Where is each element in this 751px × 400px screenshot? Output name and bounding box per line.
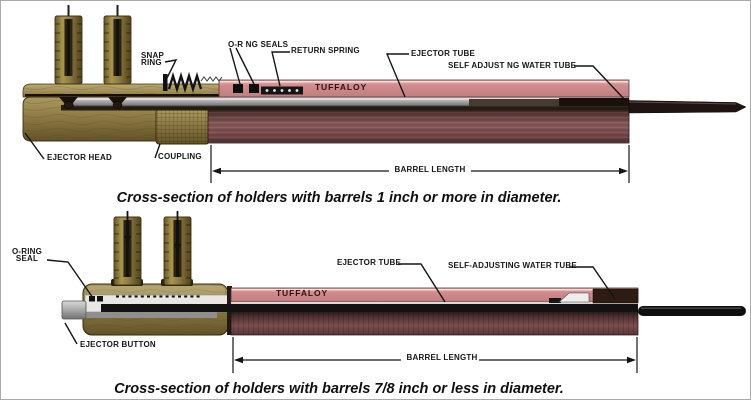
- ejector-button-shape: [61, 300, 87, 320]
- hose-barb: [113, 211, 142, 286]
- ejector-rod-tip: [638, 306, 746, 316]
- dimension-arrows-top: [212, 167, 628, 175]
- tube-shadow: [61, 105, 629, 111]
- coupling-shape: [155, 108, 210, 145]
- o-ring-leader: [235, 47, 255, 85]
- o-ring-seals-shape: [233, 84, 259, 93]
- ejector-rod-tip: [628, 100, 747, 114]
- o-ring-leader: [229, 47, 241, 85]
- water-tube-inner: [469, 99, 571, 106]
- ejector-tube-shape: [101, 304, 638, 312]
- return-spring-label: RETURN SPRING: [291, 46, 360, 55]
- return-spring-leader: [271, 51, 290, 87]
- o-ring-seal-shape: [89, 296, 95, 302]
- water-tube-leader: [574, 65, 626, 101]
- ejector-button-leader: [64, 322, 78, 345]
- o-ring-seals-label: O-R NG SEALS: [228, 40, 289, 49]
- barb-pin: [116, 5, 119, 16]
- snap-ring-shape: [163, 71, 223, 94]
- water-tube-label: SELF ADJUST NG WATER TUBE: [448, 61, 577, 70]
- coupling-label: COUPLING: [158, 152, 202, 161]
- water-tube-leader: [569, 266, 616, 300]
- barrel-lower-shape: [207, 108, 630, 144]
- head-top-strip: [22, 83, 230, 98]
- barrel-length-label: BARREL LENGTH: [406, 353, 478, 362]
- top-holder-drawing: [22, 5, 747, 183]
- bottom-holder-drawing: [46, 211, 746, 373]
- barrel-length-dimension-top: [210, 145, 630, 183]
- dimension-arrows-bottom: [234, 356, 636, 364]
- ejector-tube-label: EJECTOR TUBE: [411, 49, 476, 58]
- barb-pin: [67, 5, 70, 16]
- snap-ring-leader: [164, 59, 178, 79]
- top-caption: Cross-section of holders with barrels 1 …: [116, 190, 562, 206]
- tuffaloy-band: [218, 79, 630, 98]
- leader-lines-top: [24, 47, 626, 160]
- water-tube-label: SELF-ADJUSTING WATER TUBE: [448, 261, 577, 270]
- leader-lines-bottom: [46, 259, 616, 345]
- snap-ring-label-line1: SNAP: [141, 51, 165, 60]
- ejector-head-leader: [24, 132, 45, 160]
- ejector-tube-leader: [398, 263, 446, 303]
- coupling-leader: [154, 143, 161, 159]
- o-ring-seal-label-line2: SEAL: [15, 254, 39, 263]
- ejector-head-label: EJECTOR HEAD: [47, 153, 112, 162]
- barrel-lower-shape: [230, 310, 639, 336]
- ejector-tube-leader: [385, 53, 409, 98]
- bottom-caption: Cross-section of holders with barrels 7/…: [114, 381, 564, 397]
- snap-ring-label: SNAP RING: [141, 51, 165, 67]
- return-spring-shape: [261, 86, 303, 95]
- o-ring-seal-label-line1: O-RING: [11, 247, 43, 256]
- o-ring-seal-shape: [97, 296, 103, 302]
- snap-ring-label-line2: RING: [141, 58, 162, 67]
- hose-barb: [103, 5, 132, 109]
- hose-barb: [54, 5, 83, 109]
- tuffaloy-brand-text: TUFFALOY: [314, 82, 368, 92]
- o-ring-seal-label: O-RING SEAL: [7, 247, 47, 263]
- o-ring-seal-leader: [46, 259, 94, 299]
- barrel-length-dimension-bottom: [232, 337, 638, 373]
- water-tube-tip: [549, 288, 639, 304]
- tuffaloy-brand-text: TUFFALOY: [275, 288, 329, 298]
- barrel-liner: [231, 302, 638, 304]
- ejector-tube-label: EJECTOR TUBE: [337, 258, 402, 267]
- ejector-button-label: EJECTOR BUTTON: [80, 340, 156, 349]
- barrel-length-label: BARREL LENGTH: [394, 165, 466, 174]
- hose-barb: [163, 211, 192, 286]
- ejector-tube-shape: [72, 96, 630, 107]
